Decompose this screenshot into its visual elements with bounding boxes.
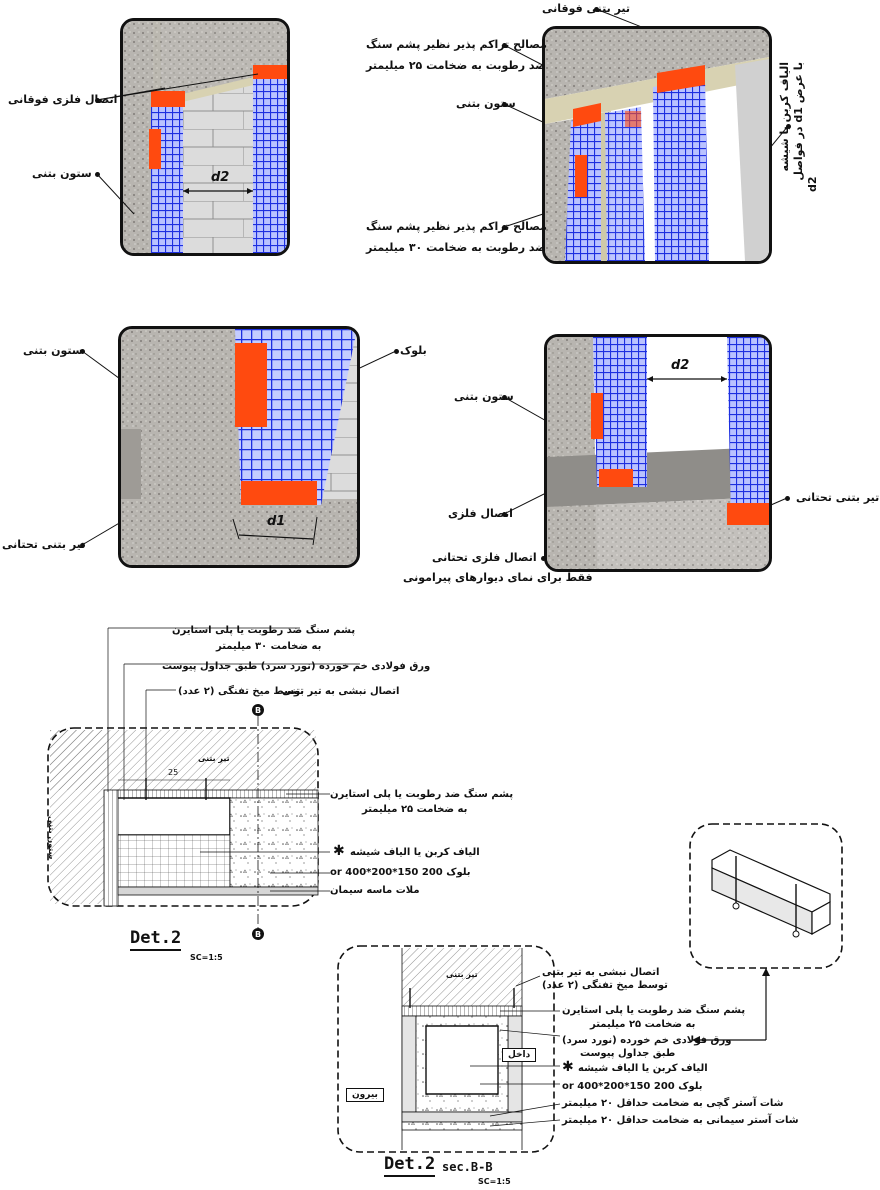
det2-label-wool30-l1: پشم سنگ ضد رطوبت یا پلی استایرن — [172, 625, 356, 636]
render-middle-right-art — [547, 337, 769, 569]
leader-dot — [502, 102, 507, 107]
det2-label-anchor-b: توسط میخ تفنگی (۲ عدد) — [178, 686, 304, 697]
label-top-metal-connector: اتصال فلزی فوقانی — [8, 93, 118, 106]
mesh-strip-right — [253, 77, 287, 253]
section-anchor-l2: توسط میخ تفنگی (۲ عدد) — [542, 980, 668, 991]
metal-connector-c-bottom — [241, 481, 317, 505]
leader-dot — [786, 124, 791, 129]
section-scale: SC=1:5 — [478, 1177, 511, 1186]
label-metal-connector-d: اتصال فلزی — [448, 507, 513, 520]
section-inside-label: داخل — [502, 1048, 537, 1062]
label-bottom-beam-c: تیر بتنی تحتانی — [2, 538, 86, 551]
det2-title: Det.2 — [130, 928, 182, 951]
leader-dot — [95, 98, 100, 103]
section-block: بلوک 200 or 400*200*150 — [562, 1081, 703, 1092]
det2-label-mortar: ملات ماسه سیمان — [330, 885, 420, 896]
label-concrete-column-c: ستون بتنی — [23, 344, 83, 357]
section-steel-l1: ورق فولادی خم خورده (نورد سرد) — [562, 1035, 732, 1046]
leader-dot — [502, 395, 507, 400]
label-top-beam: تیر بتنی فوقانی — [542, 2, 631, 15]
leader-dot — [594, 7, 599, 12]
label-bottom-metal-connector: اتصال فلزی تحتانی — [432, 551, 537, 564]
leader-dot — [502, 225, 507, 230]
section-anchor-l1: اتصال نبشی به تیر بتنی — [542, 967, 660, 978]
section-beam-text: تیر بتنی — [446, 970, 478, 979]
det2-beam-text: تیر بتنی — [198, 754, 230, 763]
section-asterisk: ✱ — [562, 1059, 574, 1075]
label-concrete-column-d: ستون بتنی — [454, 390, 514, 403]
d2-dimension-label-d: d2 — [671, 358, 690, 373]
leader-dot — [394, 349, 399, 354]
metal-connector-top-right — [253, 65, 287, 79]
label-concrete-column-a: ستون بتنی — [32, 167, 92, 180]
det2-label-steel: ورق فولادی خم خورده (نورد سرد) طبق جداول… — [162, 661, 431, 672]
det2-label-wool25-l2: به ضخامت ۲۵ میلیمتر — [362, 804, 468, 815]
section-wool-l1: پشم سنگ ضد رطوبت یا پلی استایرن — [562, 1005, 746, 1016]
det2-label-wool25-l1: پشم سنگ ضد رطوبت یا پلی استایرن — [330, 789, 514, 800]
det2-marker-top: B — [255, 706, 262, 715]
det2-label-anchor-a: اتصال نبشی به تیر بتنی — [282, 686, 400, 697]
leader-dot — [80, 349, 85, 354]
section-subtitle: sec.B-B — [442, 1160, 493, 1174]
label-compressible-25-line2: ضد رطوبت به ضخامت ۲۵ میلیمتر — [366, 59, 546, 72]
label-perimeter-note: فقط برای نمای دیوارهای پیرامونی — [403, 571, 593, 584]
label-bottom-beam-d: تیر بتنی تحتانی — [796, 491, 880, 504]
mesh-strip-d-right — [727, 337, 769, 519]
label-block: بلوک — [400, 344, 427, 357]
det2-label-wool30-l2: به ضخامت ۳۰ میلیمتر — [216, 641, 322, 652]
metal-connector-c-side — [235, 343, 267, 427]
render-middle-right: d2 — [544, 334, 772, 572]
section-wool-l2: به ضخامت ۲۵ میلیمتر — [590, 1019, 696, 1030]
section-steel-l2: طبق جداول پیوست — [580, 1048, 676, 1059]
leader-dot — [502, 43, 507, 48]
det2-scale: SC=1:5 — [190, 953, 223, 962]
render-top-right-art — [545, 29, 769, 261]
section-gypsum: شات آستر گچی به ضخامت حداقل ۲۰ میلیمتر — [562, 1098, 784, 1109]
render-top-right — [542, 26, 772, 264]
leader-dot — [502, 512, 507, 517]
det2-label-block: بلوک 200 or 400*200*150 — [330, 867, 471, 878]
leader-dot — [80, 543, 85, 548]
mesh-strip-left — [151, 99, 183, 253]
label-compressible-25-line1: مصالح تراکم پذیر نظیر پشم سنگ — [366, 38, 547, 51]
label-compressible-30-line2: ضد رطوبت به ضخامت ۳۰ میلیمتر — [366, 241, 546, 254]
det2-marker-bottom: B — [255, 930, 262, 939]
det2-dim-25: 25 — [168, 768, 179, 777]
leader-dot — [95, 172, 100, 177]
mesh-strip-b-mid — [605, 107, 645, 261]
render-middle-left: d1 — [118, 326, 360, 568]
leader-dot — [785, 496, 790, 501]
label-compressible-30-line1: مصالح تراکم پذیر نظیر پشم سنگ — [366, 220, 547, 233]
d2-dimension-label: d2 — [211, 170, 230, 185]
leader-dot — [541, 556, 546, 561]
section-outside-label: بیرون — [346, 1088, 384, 1102]
mesh-strip-b-right — [653, 79, 709, 261]
det2-asterisk: ✱ — [333, 843, 345, 859]
section-title: Det.2 — [384, 1154, 436, 1177]
mesh-strip-d-left — [593, 337, 647, 487]
section-fiber: الیاف کربن یا الیاف شیشه — [578, 1063, 708, 1074]
label-concrete-column-b: ستون بتنی — [456, 97, 516, 110]
render-middle-left-art — [121, 329, 357, 565]
det2-label-fiber: الیاف کربن یا الیاف شیشه — [350, 847, 480, 858]
section-cement: شات آستر سیمانی به ضخامت حداقل ۲۰ میلیمت… — [562, 1115, 799, 1126]
metal-connector-side — [149, 129, 161, 169]
d1-dimension-label: d1 — [267, 514, 286, 529]
